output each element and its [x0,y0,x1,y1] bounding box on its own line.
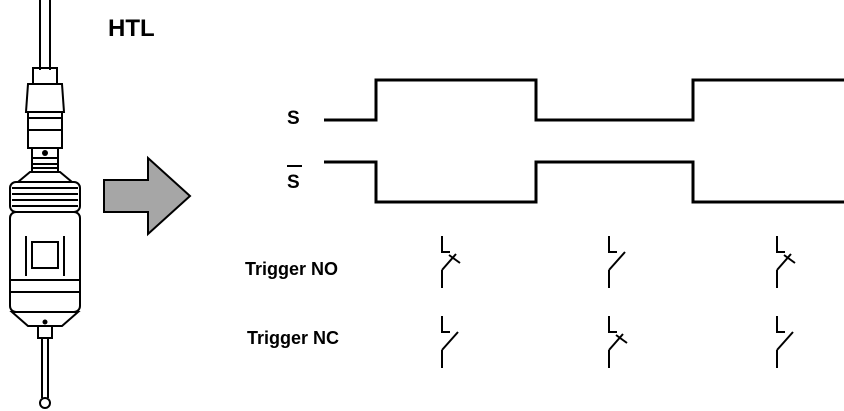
trigger-nc-switch-open [776,316,794,368]
signal-s-waveform [324,78,844,122]
trigger-no-switch-closed [776,236,796,288]
trigger-no-switch-closed [441,236,461,288]
signal-s-label: S [287,108,300,129]
trigger-nc-switch-open [441,316,459,368]
diagram-title: HTL [108,15,155,42]
trigger-no-label: Trigger NO [245,259,338,279]
trigger-nc-label: Trigger NC [247,328,339,348]
touch-probe-icon [9,0,81,409]
trigger-nc-switch-closed [608,316,628,368]
right-arrow-icon [103,155,192,237]
signal-s-bar-waveform [324,160,844,204]
trigger-no-switch-open [608,236,626,288]
signal-s-bar-label: S [287,172,300,193]
